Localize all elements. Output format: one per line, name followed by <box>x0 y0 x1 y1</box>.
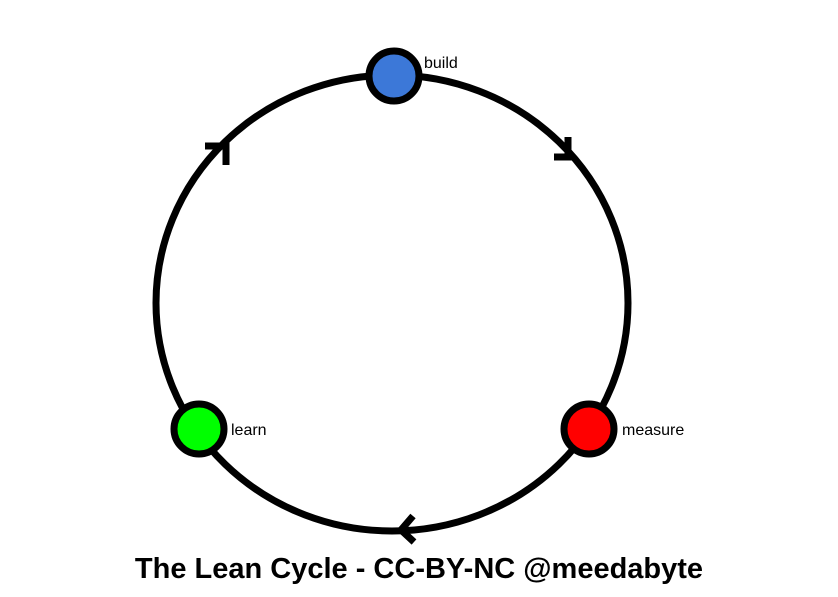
measure-node-circle <box>560 400 618 458</box>
build-node-circle <box>365 47 423 105</box>
learn-node-circle <box>170 400 228 458</box>
measure-label: measure <box>622 422 684 439</box>
arrow-learn-to-build <box>205 142 230 165</box>
diagram-title: The Lean Cycle - CC-BY-NC @meedabyte <box>134 553 704 585</box>
node-learn: learn <box>170 400 267 458</box>
node-measure: measure <box>560 400 684 458</box>
arrow-measure-to-learn <box>396 513 417 545</box>
node-build: build <box>365 47 458 105</box>
build-label: build <box>424 55 458 72</box>
learn-label: learn <box>231 422 267 439</box>
arrow-build-to-measure <box>554 137 572 161</box>
